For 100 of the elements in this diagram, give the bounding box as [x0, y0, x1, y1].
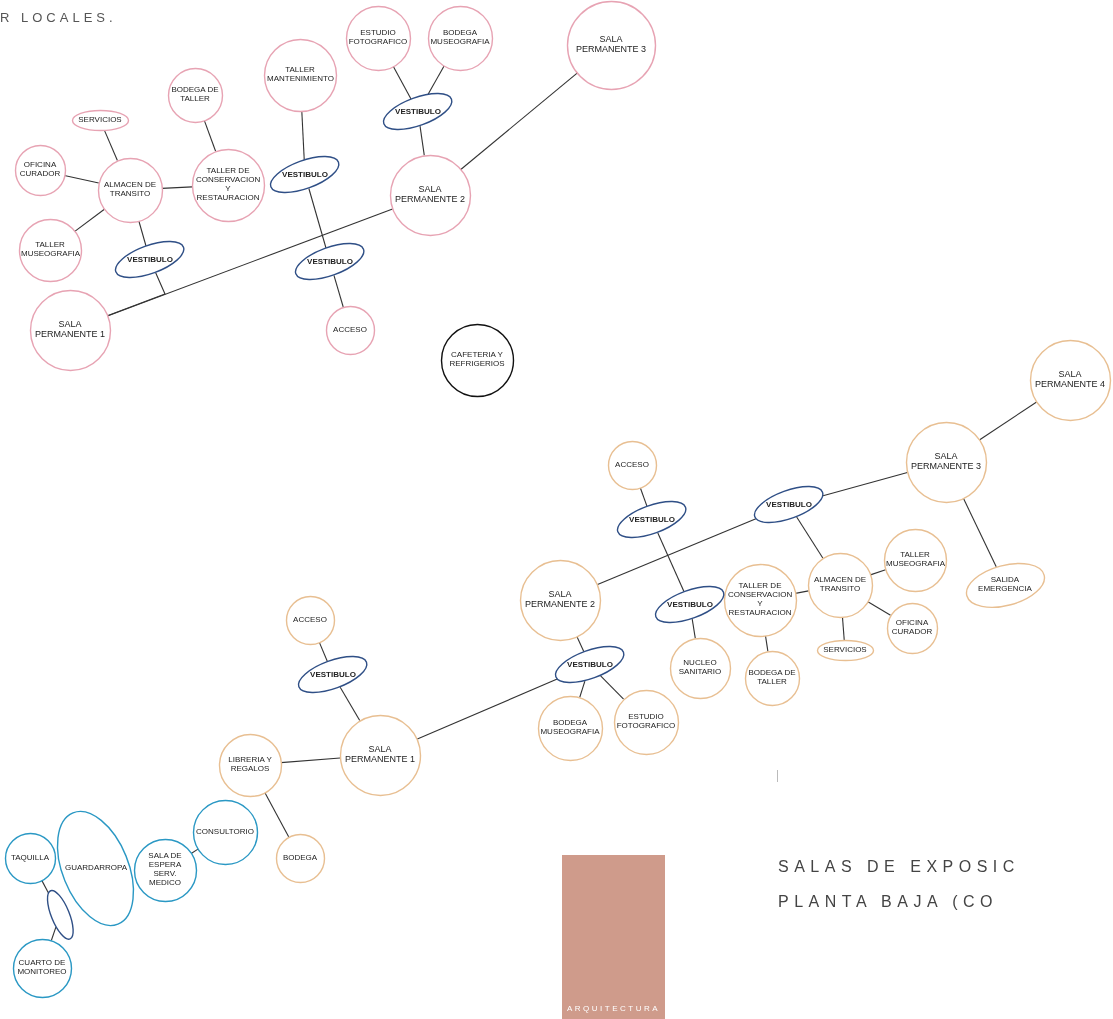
room-label: GUARDARROPA: [65, 863, 125, 873]
connector-line: [264, 791, 290, 838]
connector-line: [280, 757, 341, 764]
circle-bubble: [722, 562, 798, 638]
connector-line: [866, 600, 892, 616]
circle-bubble: [885, 601, 939, 655]
connector-line: [106, 272, 166, 317]
room-label: TALLER MUSEOGRAFIA: [886, 551, 944, 569]
circle-bubble: [190, 147, 266, 223]
ellipse-bubble: [70, 108, 130, 132]
room-label: SALA DE ESPERA SERV. MEDICO: [147, 852, 183, 888]
circle-bubble: [284, 594, 336, 646]
room-label: SERVICIOS: [78, 115, 122, 125]
circle-bubble: [13, 143, 67, 197]
room-label: VESTIBULO: [282, 170, 328, 180]
circle-bubble: [338, 713, 422, 797]
circle-bubble: [806, 551, 874, 619]
ellipse-bubble: [114, 240, 186, 280]
circle-bubble: [536, 694, 604, 762]
circle-bubble: [262, 37, 338, 113]
room-label: VESTIBULO: [629, 515, 675, 525]
circle-bubble: [344, 4, 412, 72]
heading-text: R LOCALES.: [0, 10, 117, 25]
ellipse-bubble: [55, 809, 135, 927]
room-label: OFICINA CURADOR: [18, 161, 62, 179]
connector-line: [392, 65, 412, 101]
room-label: SALIDA EMERGENCIA: [977, 576, 1033, 594]
circle-bubble: [324, 304, 376, 356]
room-label: SALA PERMANENTE 1: [344, 745, 416, 765]
ellipse-bubble: [554, 645, 626, 685]
ellipse-bubble: [616, 500, 688, 540]
connector-line: [600, 675, 625, 700]
room-label: ACCESO: [615, 460, 649, 470]
circle-bubble: [217, 732, 283, 798]
connector-line: [333, 274, 344, 308]
room-label: ALMACEN DE TRANSITO: [103, 181, 157, 199]
heading-text: PLANTA BAJA (CO: [778, 893, 999, 911]
room-label: TALLER DE CONSERVACION Y RESTAURACION: [728, 582, 792, 618]
room-label: VESTIBULO: [667, 600, 713, 610]
connector-line: [962, 497, 997, 568]
ellipse-bubble: [294, 242, 366, 282]
connector-line: [308, 187, 327, 250]
room-label: TALLER DE CONSERVACION Y RESTAURACION: [196, 167, 260, 203]
room-label: CAFETERIA Y REFRIGERIOS: [448, 351, 506, 369]
ellipse-bubble: [815, 638, 875, 662]
connector-line: [203, 119, 217, 152]
connector-line: [796, 516, 824, 559]
room-label: CONSULTORIO: [196, 827, 254, 837]
connector-line: [579, 680, 586, 699]
circle-bubble: [439, 322, 515, 398]
heading-text: SALAS DE EXPOSIC: [778, 858, 1020, 876]
room-label: VESTIBULO: [567, 660, 613, 670]
room-label: VESTIBULO: [310, 670, 356, 680]
connector-line: [657, 532, 685, 593]
connector-line: [639, 487, 648, 508]
connector-line: [419, 125, 425, 156]
connector-line: [576, 635, 585, 653]
connector-line: [691, 618, 696, 639]
circle-bubble: [132, 837, 198, 903]
circle-bubble: [17, 217, 83, 283]
ellipse-bubble: [753, 485, 825, 525]
connector-line: [50, 926, 57, 942]
circle-bubble: [11, 937, 73, 999]
room-label: BODEGA MUSEOGRAFIA: [540, 719, 600, 737]
connector-line: [339, 686, 361, 722]
circle-bubble: [426, 4, 494, 72]
room-label: CUARTO DE MONITOREO: [16, 959, 68, 977]
circle-bubble: [518, 558, 602, 642]
room-label: VESTIBULO: [395, 107, 441, 117]
connector-line: [427, 65, 445, 96]
room-label: ESTUDIO FOTOGRAFICO: [348, 29, 408, 47]
room-label: VESTIBULO: [307, 257, 353, 267]
connector-line: [460, 72, 578, 171]
room-label: BODEGA MUSEOGRAFIA: [430, 29, 490, 47]
room-label: SALA PERMANENTE 1: [34, 320, 106, 340]
ellipse-bubble: [297, 655, 369, 695]
room-label: LIBRERIA Y REGALOS: [227, 756, 273, 774]
room-label: SALA PERMANENTE 3: [910, 452, 982, 472]
ellipse-bubble: [269, 155, 341, 195]
circle-bubble: [388, 153, 472, 237]
connector-line: [301, 110, 305, 161]
circle-bubble: [274, 832, 326, 884]
section-tab: ARQUITECTURA: [562, 855, 665, 1019]
circle-bubble: [882, 527, 948, 593]
connector-line: [764, 635, 769, 652]
circle-bubble: [612, 688, 680, 756]
circle-bubble: [96, 156, 164, 224]
circle-bubble: [191, 798, 259, 866]
room-label: OFICINA CURADOR: [890, 619, 934, 637]
ellipse-bubble: [382, 92, 454, 132]
circle-bubble: [904, 420, 988, 504]
ellipse-bubble: [654, 585, 726, 625]
room-label: ESTUDIO FOTOGRAFICO: [616, 713, 676, 731]
circle-bubble: [606, 439, 658, 491]
room-label: BODEGA DE TALLER: [171, 86, 219, 104]
room-label: BODEGA: [282, 853, 318, 863]
connector-line: [103, 129, 118, 162]
room-label: SALA PERMANENTE 4: [1034, 370, 1106, 390]
connector-line: [74, 208, 105, 232]
connector-line: [978, 401, 1038, 441]
